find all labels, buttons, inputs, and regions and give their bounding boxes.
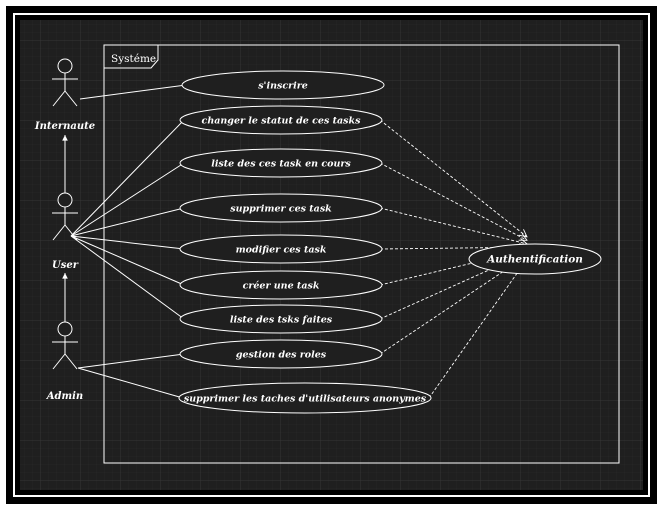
use-case-creer: créer une task	[179, 270, 383, 300]
use-case-changer: changer le statut de ces tasks	[179, 105, 383, 135]
use-case-inscrire: s'inscrire	[181, 70, 385, 100]
use-case-roles: gestion des roles	[179, 339, 383, 369]
use-case-label: liste des tsks faites	[230, 315, 333, 326]
association-user-supprimer	[70, 207, 185, 237]
system-boundary: Systéme	[103, 44, 620, 464]
association-admin-roles	[77, 353, 185, 369]
include-anonymes-auth	[428, 259, 527, 399]
association-user-creer	[70, 235, 185, 286]
actor-label: Internaute	[34, 121, 95, 132]
use-case-ellipse	[179, 234, 383, 264]
use-case-ellipse	[179, 193, 383, 223]
include-liste_cours-auth	[379, 162, 527, 240]
actor-internaute: Internaute	[34, 58, 95, 132]
actor-label: Admin	[46, 391, 83, 402]
actor-admin: Admin	[46, 321, 83, 402]
include-changer-auth	[379, 119, 527, 237]
use-case-ellipse	[178, 382, 432, 414]
include-liste_faites-auth	[379, 253, 527, 320]
use-case-auth: Authentification	[468, 243, 602, 275]
association-admin-anonymes	[77, 367, 184, 399]
use-case-liste_cours: liste des ces task en cours	[179, 148, 383, 178]
use-case-label: changer le statut de ces tasks	[202, 116, 362, 127]
system-label: Systéme	[111, 53, 156, 65]
use-case-label: modifier ces task	[236, 245, 327, 256]
stick-figure-icon	[52, 58, 78, 107]
use-case-label: gestion des roles	[236, 350, 327, 361]
use-case-ellipse	[179, 105, 383, 135]
use-case-ellipse	[468, 243, 602, 275]
association-user-liste_cours	[70, 162, 185, 237]
stick-figure-icon	[52, 321, 78, 370]
use-case-ellipse	[179, 339, 383, 369]
use-case-label: s'inscrire	[258, 81, 308, 92]
actor-label: User	[52, 260, 79, 271]
association-user-modifier	[70, 235, 185, 250]
use-case-ellipse	[179, 304, 383, 334]
use-case-ellipse	[179, 148, 383, 178]
use-case-ellipse	[181, 70, 385, 100]
use-case-modifier: modifier ces task	[179, 234, 383, 264]
use-cases: s'inscrire changer le statut de ces tasks…	[178, 70, 602, 414]
include-supprimer-auth	[379, 207, 527, 244]
inner-border	[13, 13, 650, 497]
association-internaute-inscrire	[79, 84, 187, 100]
use-case-anonymes: supprimer les taches d'utilisateurs anon…	[178, 382, 432, 414]
use-case-supprimer: supprimer ces task	[179, 193, 383, 223]
use-case-label: Authentification	[486, 254, 583, 266]
stick-figure-icon	[52, 192, 78, 241]
use-case-liste_faites: liste des tsks faites	[179, 304, 383, 334]
actor-user: User	[52, 192, 79, 271]
use-case-label: créer une task	[243, 281, 320, 292]
association-user-changer	[70, 119, 185, 237]
association-user-liste_faites	[70, 235, 185, 320]
use-case-label: liste des ces task en cours	[211, 159, 351, 170]
use-case-label: supprimer les taches d'utilisateurs anon…	[184, 394, 427, 405]
use-case-ellipse	[179, 270, 383, 300]
use-case-label: supprimer ces task	[230, 204, 332, 215]
